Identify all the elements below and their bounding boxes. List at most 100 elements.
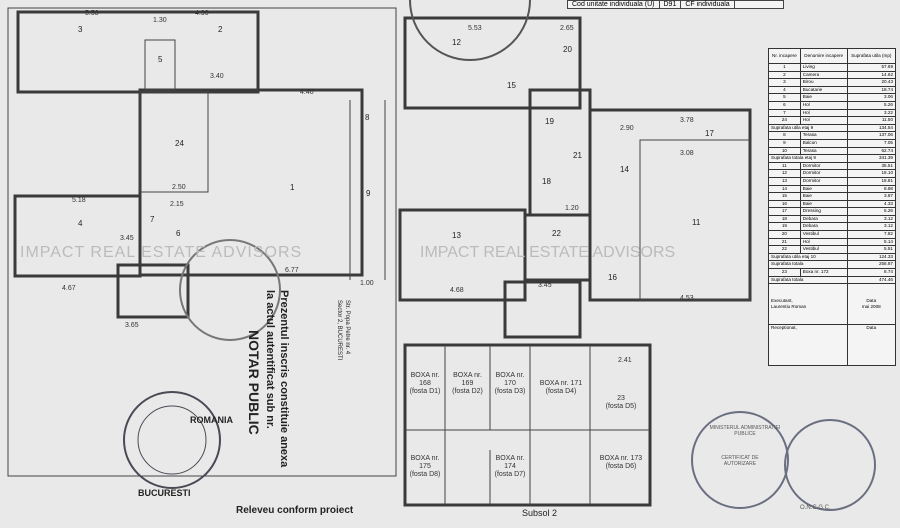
room-label: 22 (552, 229, 561, 238)
room-name: Baie (799, 199, 848, 209)
room-name: Hol (799, 116, 848, 125)
box-sub-label: (fosta D8) (409, 471, 441, 478)
cod-label: Cod unitate individuala (U) (567, 0, 660, 9)
room-area: 7.05 (846, 138, 897, 148)
room-number: 22 (768, 245, 801, 254)
receptionat-cell: Receptionat, (768, 324, 848, 367)
room-name: Hol (799, 100, 848, 110)
room-number: 9 (768, 138, 801, 148)
empty-cell (733, 0, 784, 9)
room-area: 5.26 (846, 100, 897, 110)
room-label: 20 (563, 45, 572, 54)
box-label: BOXA nr. 171 (539, 380, 583, 387)
room-number: 12 (768, 169, 801, 178)
room-name: Living (799, 63, 848, 72)
room-area: 3.12 (846, 222, 897, 232)
header-table: Cod unitate individuala (U) D91 CF indiv… (567, 0, 784, 9)
table-header: Suprafata utila (mp) (846, 48, 897, 64)
cert-stamp: CERTIFICAT DE AUTORIZARE (721, 455, 759, 467)
total-value: 124.33 (846, 252, 897, 262)
dimension-label: 2.50 (172, 184, 186, 191)
room-label: 17 (705, 129, 714, 138)
room-label: 16 (608, 273, 617, 282)
box-sub-label: (fosta D4) (545, 388, 577, 395)
room-name: Vestibul (799, 230, 848, 239)
dimension-label: 1.20 (565, 205, 579, 212)
caption: Releveu conform proiect (236, 505, 354, 516)
total-value: 474.46 (846, 275, 897, 285)
room-name: Baie (799, 192, 848, 201)
room-area: 3.12 (846, 214, 897, 224)
box-label: BOXA nr. 168 (410, 372, 440, 387)
dimension-label: 2.90 (620, 125, 634, 132)
room-label: 15 (507, 81, 516, 90)
room-name: Dressing (799, 207, 848, 216)
room-label: 4 (78, 219, 83, 228)
room-name: Hol (799, 108, 848, 118)
room-number: 14 (768, 184, 801, 194)
dimension-label: 1.30 (153, 17, 167, 24)
ministry-sub: O.N.C.G.C. (800, 505, 831, 511)
total-value: 258.87 (846, 260, 897, 270)
box-label: 23 (617, 395, 625, 402)
room-label: 8 (365, 113, 370, 122)
room-label: 11 (692, 218, 701, 227)
room-name: Dormitor (799, 169, 848, 178)
room-name: Baie (799, 184, 848, 194)
dimension-label: 1.00 (360, 280, 374, 287)
room-name: Dormitor (799, 176, 848, 186)
executant-name: Laurentiu Roman (771, 304, 807, 310)
room-name: Boxa nr. 172 (799, 268, 848, 277)
ministry-stamp: MINISTERUL ADMINISTRATIEI PUBLICE (709, 425, 781, 437)
room-area: 11.50 (846, 116, 897, 125)
room-number: 17 (768, 207, 801, 216)
room-label: 24 (175, 139, 184, 148)
dimension-label: 3.45 (120, 235, 134, 242)
room-number: 1 (768, 63, 801, 72)
room-area: 57.69 (846, 63, 897, 72)
box-label: BOXA nr. 169 (453, 372, 482, 387)
box-sub-label: (fosta D3) (494, 388, 526, 395)
dimension-label: 2.41 (618, 357, 632, 364)
box-label: BOXA nr. 174 (495, 455, 525, 470)
storage-box: BOXA nr. 175(fosta D8) (407, 455, 443, 479)
room-label: 1 (290, 183, 295, 192)
total-label: Suprafata utila etaj 9 (768, 123, 848, 133)
box-label: BOXA nr. 170 (495, 372, 525, 387)
watermark-2: IMPACT REAL ESTATE ADVISORS (420, 244, 676, 261)
right-plan (398, 16, 752, 339)
room-area: 18.74 (846, 85, 897, 95)
room-name: Terasa (799, 146, 848, 156)
room-label: 5 (158, 55, 163, 64)
room-area: 18.10 (846, 169, 897, 178)
room-number: 5 (768, 93, 801, 102)
room-area: 62.74 (846, 146, 897, 156)
dimension-label: 6.77 (285, 267, 299, 274)
room-area: 35.51 (846, 161, 897, 171)
room-label: 14 (620, 165, 629, 174)
room-number: 20 (768, 230, 801, 239)
room-area: 3.22 (846, 108, 897, 118)
room-area: 14.62 (846, 70, 897, 80)
storage-box: BOXA nr. 169(fosta D2) (447, 372, 488, 396)
room-area: 5.14 (846, 237, 897, 247)
room-name: Terasa (799, 131, 848, 140)
room-number: 10 (768, 146, 801, 156)
dimension-label: 3.40 (210, 73, 224, 80)
